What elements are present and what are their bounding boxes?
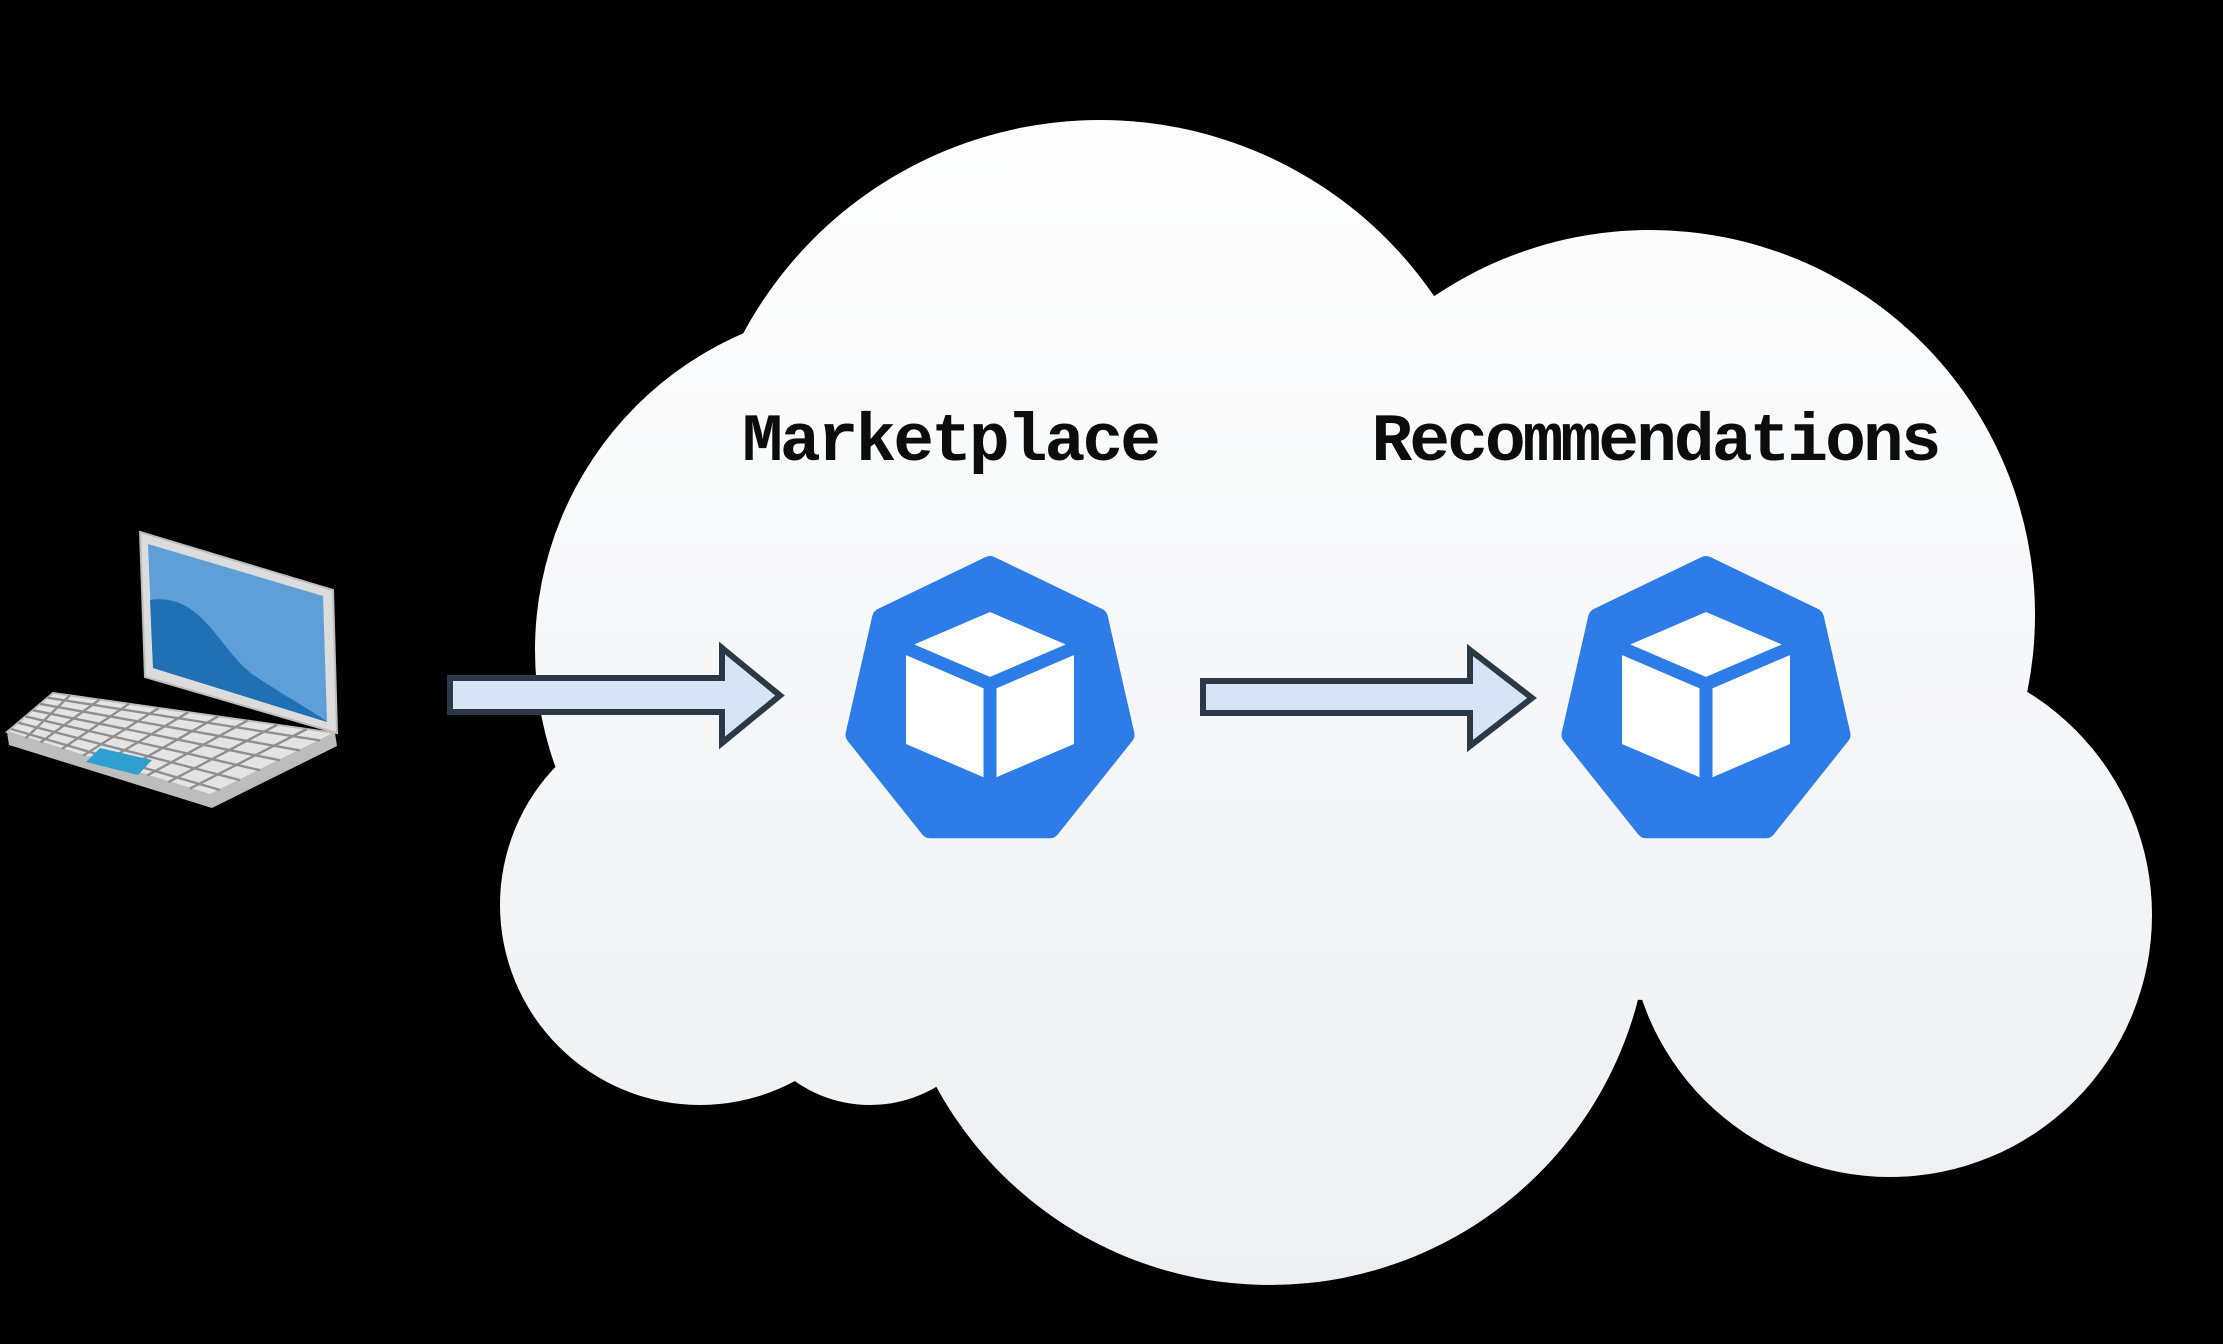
recommendations-service-icon <box>1572 566 1841 828</box>
laptop-base-rim <box>7 732 337 808</box>
laptop-screen-wave <box>150 599 327 722</box>
laptop-keys <box>10 694 321 792</box>
arrow-client-to-marketplace <box>447 641 785 750</box>
laptop-icon <box>4 530 339 808</box>
label-marketplace: Marketplace <box>742 404 1158 481</box>
marketplace-service-icon <box>856 566 1125 828</box>
label-recommendations: Recommendations <box>1371 404 1938 481</box>
laptop-touchpad <box>86 748 152 775</box>
cloud-lobe-bottom-left <box>500 705 900 1105</box>
flow-arrows <box>447 641 1537 753</box>
arrow-marketplace-to-recommendations <box>1200 643 1537 753</box>
